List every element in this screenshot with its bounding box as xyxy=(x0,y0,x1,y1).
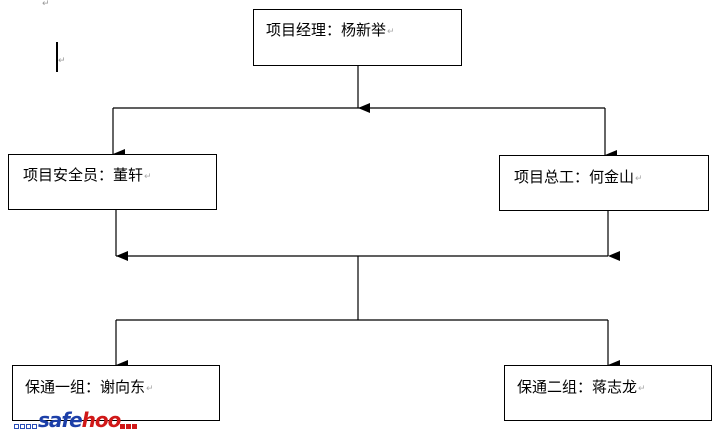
team-two-label: 保通二组：蒋志龙 xyxy=(517,378,638,396)
paragraph-mark: ↵ xyxy=(635,174,643,184)
text-cursor xyxy=(56,42,58,72)
safety-officer-node: 项目安全员：董轩↵ xyxy=(8,154,217,210)
paragraph-mark-top: ↵ xyxy=(42,0,50,9)
watermark-text-hoo: hoo xyxy=(81,408,122,432)
team-one-node: 保通一组：谢向东↵ xyxy=(12,365,220,421)
team-one-label: 保通一组：谢向东 xyxy=(25,378,146,396)
paragraph-mark: ↵ xyxy=(146,384,154,394)
manager-label: 项目经理：杨新举 xyxy=(266,21,387,39)
safety-officer-label: 项目安全员：董轩 xyxy=(23,166,144,184)
manager-node: 项目经理：杨新举↵ xyxy=(253,9,462,66)
team-two-node: 保通二组：蒋志龙↵ xyxy=(504,365,712,421)
paragraph-mark: ↵ xyxy=(638,384,646,394)
paragraph-mark: ↵ xyxy=(144,172,152,182)
chief-engineer-label: 项目总工：何金山 xyxy=(514,168,635,186)
chief-engineer-node: 项目总工：何金山↵ xyxy=(499,155,709,211)
paragraph-mark-cursor: ↵ xyxy=(58,56,66,66)
watermark-text-safe: safe xyxy=(38,408,83,432)
paragraph-mark: ↵ xyxy=(387,27,395,37)
